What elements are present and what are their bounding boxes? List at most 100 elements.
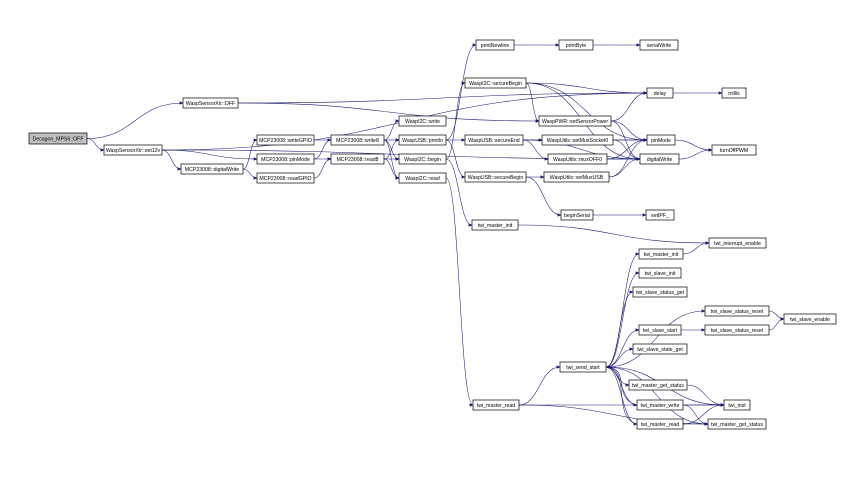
edge-usbPrintln-to-usbSecEnd [446, 138, 466, 142]
node-waspsensorxtr-set12v[interactable]: WaspSensorXtr::set12v [103, 144, 163, 156]
node-label: MCP23008::digitalWrite [185, 167, 240, 173]
edge-mcpDW-to-mcpRGPIO [242, 168, 258, 180]
node-mcp23008-write8[interactable]: MCP23008::write8 [330, 134, 385, 146]
node-twi-slave-start[interactable]: twi_slave_start [638, 324, 682, 336]
edge-twiMasterRead2-to-twiMasterGetStatus2 [683, 422, 709, 426]
edge-line [242, 168, 258, 179]
node-wasputils-setmuxsocket0[interactable]: WaspUtils::setMuxSocket0 [541, 134, 614, 146]
node-twi-master-read[interactable]: twi_master_read [472, 399, 520, 411]
node-waspi2c-securebegin[interactable]: WaspI2C::secureBegin [464, 77, 527, 89]
node-beginserial[interactable]: beginSerial [560, 209, 594, 221]
arrow-head [701, 328, 706, 332]
node-waspusb-secureend[interactable]: WaspUSB::secureEnd [464, 134, 524, 146]
node-twi-slave-init[interactable]: twi_slave_init [638, 267, 682, 279]
node-twi-master-get-status[interactable]: twi_master_get_status [707, 418, 767, 430]
arrow-head [253, 138, 258, 142]
node-twi-master-get-status[interactable]: twi_master_get_status [628, 379, 688, 391]
node-waspusb-securebegin[interactable]: WaspUSB::secureBegin [464, 171, 527, 183]
arrow-head [629, 290, 634, 294]
edge-line [686, 384, 725, 406]
node-box [256, 153, 315, 165]
node-digitalwrite[interactable]: digitalWrite [639, 153, 680, 165]
node-twi-slave-status-reset[interactable]: twi_slave_status_reset [704, 324, 770, 336]
node-box [783, 313, 837, 325]
node-printbyte[interactable]: printByte [558, 39, 594, 51]
edge-mcpR8-to-usbPrintln [383, 138, 400, 160]
edge-line [445, 82, 466, 160]
arrow-head [720, 403, 725, 407]
edge-line [682, 242, 710, 255]
node-twi-slave-state-get[interactable]: twi_slave_state_get [632, 343, 688, 355]
node-turnoffpwm[interactable]: turnOffPWM [711, 144, 757, 156]
edge-line [674, 139, 713, 151]
node-box [628, 379, 688, 391]
node-decagon-mps6-off[interactable]: Decagon_MPS6::OFF [28, 132, 88, 145]
node-mcp23008-read8[interactable]: MCP23008::read8 [330, 153, 385, 165]
node-label: WaspUtils::muxOFF0 [553, 157, 602, 163]
node-waspusb-println[interactable]: WaspUSB::println [398, 134, 447, 146]
node-label: MCP23008::read8 [336, 157, 378, 163]
node-twi-master-write[interactable]: twi_master_write [636, 399, 684, 411]
node-delay[interactable]: delay [646, 87, 674, 99]
edge-twiMasterGetStatus-to-twiInst [686, 384, 725, 407]
node-box [560, 209, 594, 221]
node-box [638, 324, 682, 336]
node-label: twi_slave_status_reset [711, 328, 764, 334]
node-waspi2c-write[interactable]: WaspI2C::write [398, 115, 447, 127]
arrow-head [780, 317, 785, 321]
node-box [704, 324, 770, 336]
node-wasputils-muxoff0[interactable]: WaspUtils::muxOFF0 [547, 153, 608, 165]
node-serialwrite[interactable]: serialWrite [639, 39, 679, 51]
node-millis[interactable]: millis [721, 87, 747, 99]
edge-line [237, 92, 648, 104]
edge-line [525, 82, 540, 122]
node-twi-master-init[interactable]: twi_master_init [638, 248, 684, 260]
edge-i2cSecBegin-to-pwrSetSensor [525, 82, 540, 123]
edge-pwrSetSensor-to-delay [610, 91, 648, 122]
node-box [632, 286, 688, 298]
edge-line [610, 92, 648, 122]
node-box [471, 219, 519, 231]
edge-i2cRead-to-twiMasterRead [445, 177, 474, 407]
arrow-head [535, 119, 540, 123]
node-box [464, 171, 527, 183]
node-label: twi_master_read [477, 403, 515, 409]
node-twi-send-start[interactable]: twi_send_start [559, 361, 607, 373]
edge-root-to-set12v [86, 138, 105, 152]
node-twi-inst[interactable]: twi_inst [723, 399, 751, 411]
node-box [538, 115, 612, 127]
node-label: setIPF_ [651, 213, 669, 219]
node-twi-master-read[interactable]: twi_master_read [636, 418, 684, 430]
arrow-head [643, 91, 648, 95]
node-label: twi_interrupt_enable [714, 241, 761, 247]
node-box [723, 399, 751, 411]
edge-printByte-to-serialWrite [593, 43, 641, 47]
edge-i2cBegin-to-twiMasterInit [445, 158, 473, 227]
node-twi-slave-enable[interactable]: twi_slave_enable [783, 313, 837, 325]
node-waspi2c-read[interactable]: WaspI2C::read [398, 172, 447, 184]
node-mcp23008-readgpio[interactable]: MCP23008::readGPIO [256, 172, 315, 184]
node-twi-slave-status-get[interactable]: twi_slave_status_get [632, 286, 688, 298]
node-waspsensorxtr-off[interactable]: WaspSensorXtr::OFF [182, 97, 239, 109]
node-setipf[interactable]: setIPF_ [645, 209, 675, 221]
node-label: pinMode [651, 138, 671, 144]
node-mcp23008-writegpio[interactable]: MCP23008::writeGPIO [256, 134, 315, 146]
node-twi-slave-status-reset[interactable]: twi_slave_status_reset [704, 305, 770, 317]
node-pinmode[interactable]: pinMode [646, 134, 676, 146]
arrow-head [395, 138, 400, 142]
node-twi-interrupt-enable[interactable]: twi_interrupt_enable [708, 237, 767, 249]
node-printnewline[interactable]: printNewline [475, 39, 515, 51]
edge-twiSendStart-to-twiSlaveStatusGet [605, 290, 634, 368]
node-wasppwr-setsensorpower[interactable]: WaspPWR::setSensorPower [538, 115, 612, 127]
node-wasputils-setmuxusb[interactable]: WaspUtils::setMuxUSB [543, 171, 610, 183]
arrow-head [327, 157, 332, 161]
arrow-head [636, 43, 641, 47]
edge-line [608, 158, 641, 178]
node-box [704, 305, 770, 317]
node-mcp23008-pinmode[interactable]: MCP23008::pinMode [256, 153, 315, 165]
node-box [632, 343, 688, 355]
node-twi-master-init[interactable]: twi_master_init [471, 219, 519, 231]
edge-line [86, 102, 184, 139]
node-waspi2c-begin[interactable]: WaspI2C::begin [398, 153, 447, 165]
node-mcp23008-digitalwrite[interactable]: MCP23008::digitalWrite [180, 163, 244, 175]
